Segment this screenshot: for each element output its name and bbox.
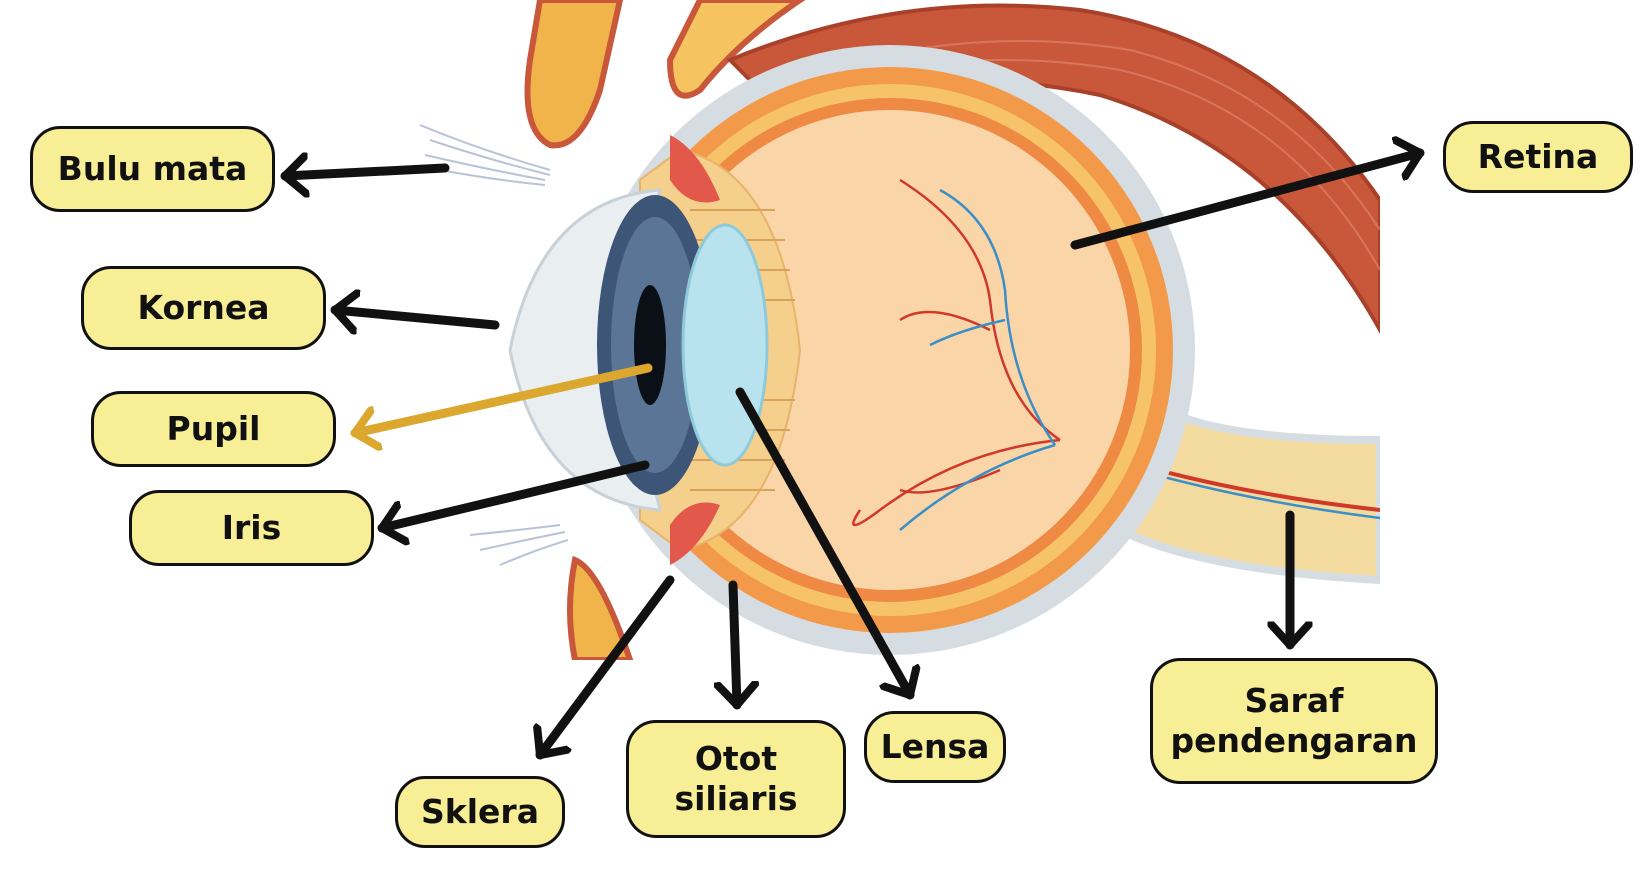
label-kornea: Kornea xyxy=(81,266,326,350)
arrow-retina xyxy=(1070,153,1425,250)
arrow-sklera xyxy=(540,575,675,760)
label-iris: Iris xyxy=(129,490,374,566)
eye-anatomy xyxy=(419,0,1380,660)
upper-eyelid-fat xyxy=(524,0,624,149)
label-pupil: Pupil xyxy=(91,391,336,467)
label-retina: Retina xyxy=(1443,121,1633,193)
arrow-iris xyxy=(377,460,650,528)
lens xyxy=(681,223,769,467)
pupil xyxy=(634,285,666,405)
ciliary-muscle-bottom xyxy=(670,502,720,565)
arrow-kornea xyxy=(330,310,500,325)
lower-eyelid-fat xyxy=(567,555,634,660)
pointer-arrows xyxy=(280,153,1425,760)
upper-fat-pad xyxy=(666,0,806,99)
arrow-pupil xyxy=(350,363,653,433)
eyelash-lines xyxy=(419,124,569,566)
label-sklera: Sklera xyxy=(395,776,565,848)
ciliary-muscle-top xyxy=(670,135,720,203)
label-bulu-mata: Bulu mata xyxy=(30,126,275,212)
arrow-bulu-mata xyxy=(280,168,450,176)
arrow-lensa xyxy=(735,387,910,700)
retinal-arteries xyxy=(852,178,1061,527)
label-saraf-pendengaran: Saraf pendengaran xyxy=(1150,658,1438,784)
arrow-otot-siliaris xyxy=(733,580,737,710)
retinal-veins xyxy=(899,188,1057,531)
label-otot-siliaris: Otot siliaris xyxy=(626,720,846,838)
label-lensa: Lensa xyxy=(864,711,1006,783)
